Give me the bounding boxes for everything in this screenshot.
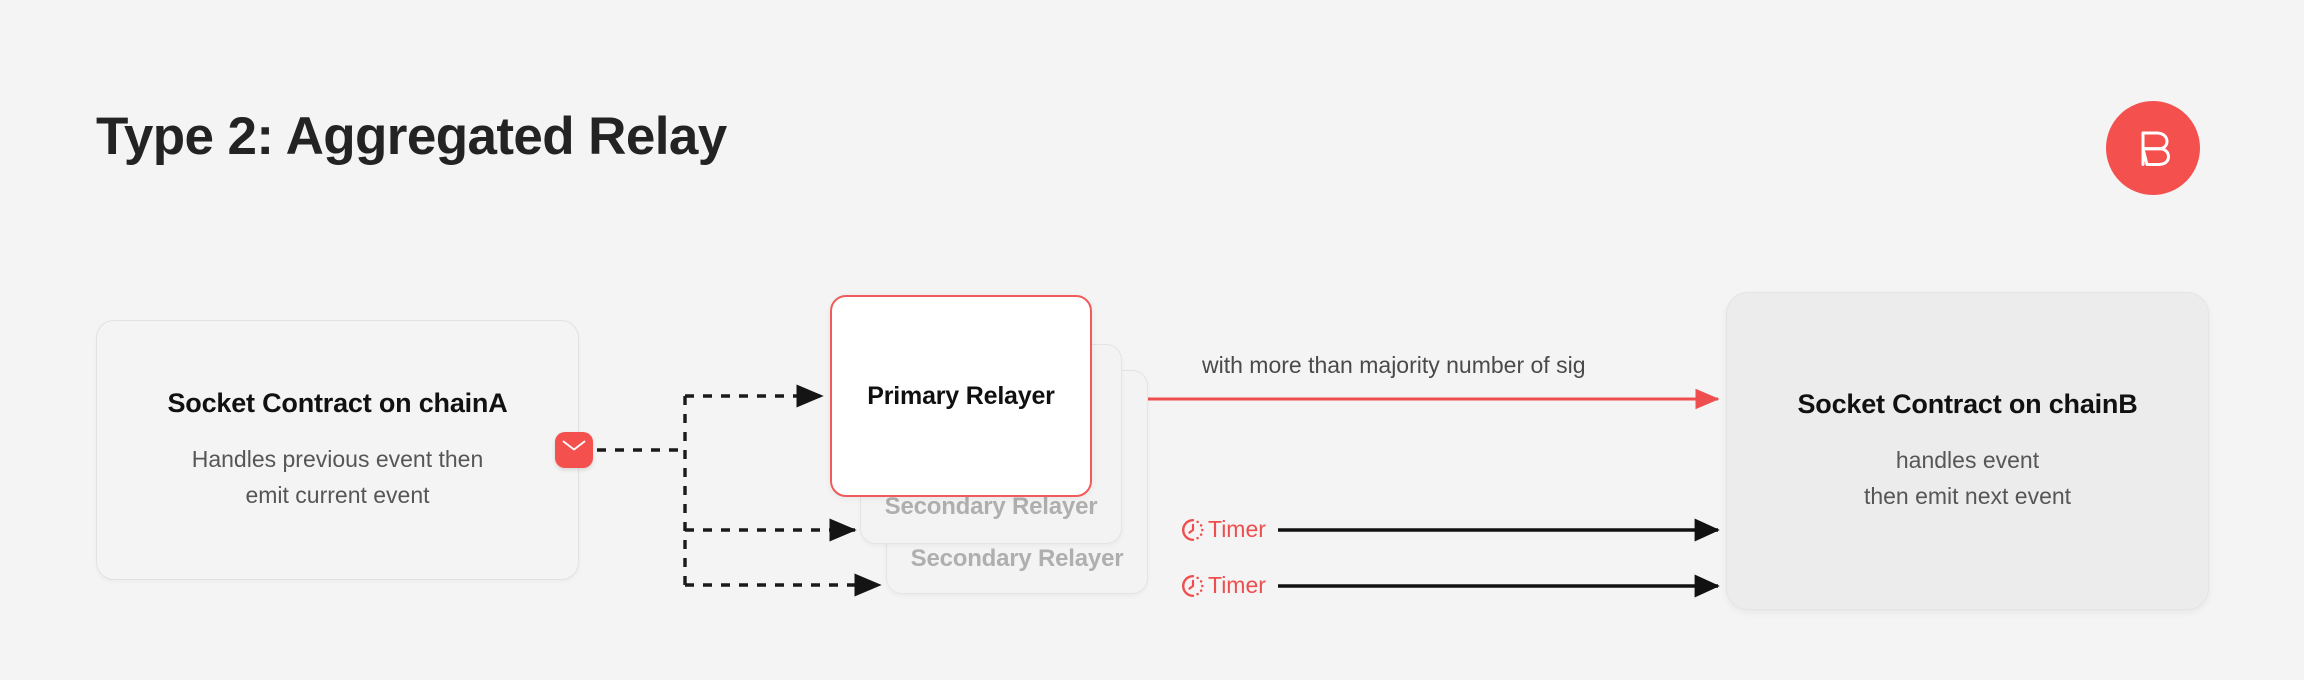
edge-label-aggregated-signature: with more than majority number of sig xyxy=(1202,352,1586,378)
node-chain-b-desc-line-2: then emit next event xyxy=(1863,482,2072,509)
timer-icon xyxy=(1180,517,1206,543)
timer-icon xyxy=(1180,573,1206,599)
envelope-icon xyxy=(562,439,586,462)
bungee-b-logo-icon xyxy=(2127,122,2179,174)
brand-logo xyxy=(2106,101,2200,195)
edge-label-timer-2: Timer xyxy=(1180,572,1266,599)
node-chain-a-desc-line-1: Handles previous event then xyxy=(191,445,484,472)
node-chain-a-title: Socket Contract on chainA xyxy=(167,387,508,418)
node-secondary-relayer-1-label: Secondary Relayer xyxy=(884,493,1098,520)
node-chain-a-desc-line-2: emit current event xyxy=(245,481,430,508)
page-title: Type 2: Aggregated Relay xyxy=(96,107,727,166)
node-chain-b-description: handles event then emit next event xyxy=(1864,442,2071,514)
node-socket-contract-chain-b[interactable]: Socket Contract on chainB handles event … xyxy=(1726,292,2209,610)
edge-label-timer-1: Timer xyxy=(1180,516,1266,543)
node-chain-a-description: Handles previous event then emit current… xyxy=(192,441,484,513)
node-primary-relayer-label: Primary Relayer xyxy=(867,381,1055,410)
node-socket-contract-chain-a[interactable]: Socket Contract on chainA Handles previo… xyxy=(96,320,579,580)
node-secondary-relayer-2-label: Secondary Relayer xyxy=(910,545,1124,572)
node-chain-b-desc-line-1: handles event xyxy=(1895,446,2040,473)
event-envelope-badge[interactable] xyxy=(555,432,593,468)
node-primary-relayer[interactable]: Primary Relayer xyxy=(830,295,1092,497)
node-chain-b-title: Socket Contract on chainB xyxy=(1797,388,2138,419)
edge-label-timer-1-text: Timer xyxy=(1208,516,1266,542)
edge-label-timer-2-text: Timer xyxy=(1208,572,1266,598)
